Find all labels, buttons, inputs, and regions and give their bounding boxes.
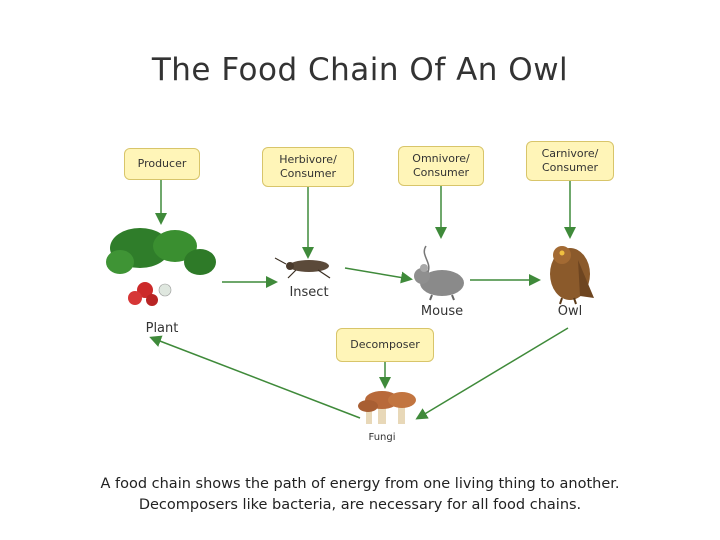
decomposer-label: Decomposer (336, 328, 434, 362)
plant-label: Plant (145, 321, 179, 336)
caption-line-2: Decomposers like bacteria, are necessary… (138, 497, 582, 513)
page-title: The Food Chain Of An Owl (151, 52, 569, 88)
insect-icon (274, 257, 331, 279)
producer-label: Producer (124, 148, 200, 180)
carnivore-consumer-label: Carnivore/ Consumer (526, 141, 614, 181)
mouse-label: Mouse (420, 304, 464, 319)
omnivore-consumer-label: Omnivore/ Consumer (398, 146, 484, 186)
owl-icon (550, 246, 594, 305)
insect-label: Insect (289, 285, 329, 300)
herbivore-consumer-label: Herbivore/ Consumer (262, 147, 354, 187)
insect-to-mouse-arrow (344, 267, 413, 284)
fungi-label: Fungi (368, 432, 396, 443)
plant-icon (106, 228, 216, 306)
owl-to-fungi-arrow (415, 327, 569, 420)
fungi-to-plant-arrow (149, 335, 361, 419)
caption-line-1: A food chain shows the path of energy fr… (100, 476, 620, 492)
owl-label: Owl (557, 304, 583, 319)
fungi-icon (358, 391, 416, 424)
mouse-icon (414, 245, 464, 301)
